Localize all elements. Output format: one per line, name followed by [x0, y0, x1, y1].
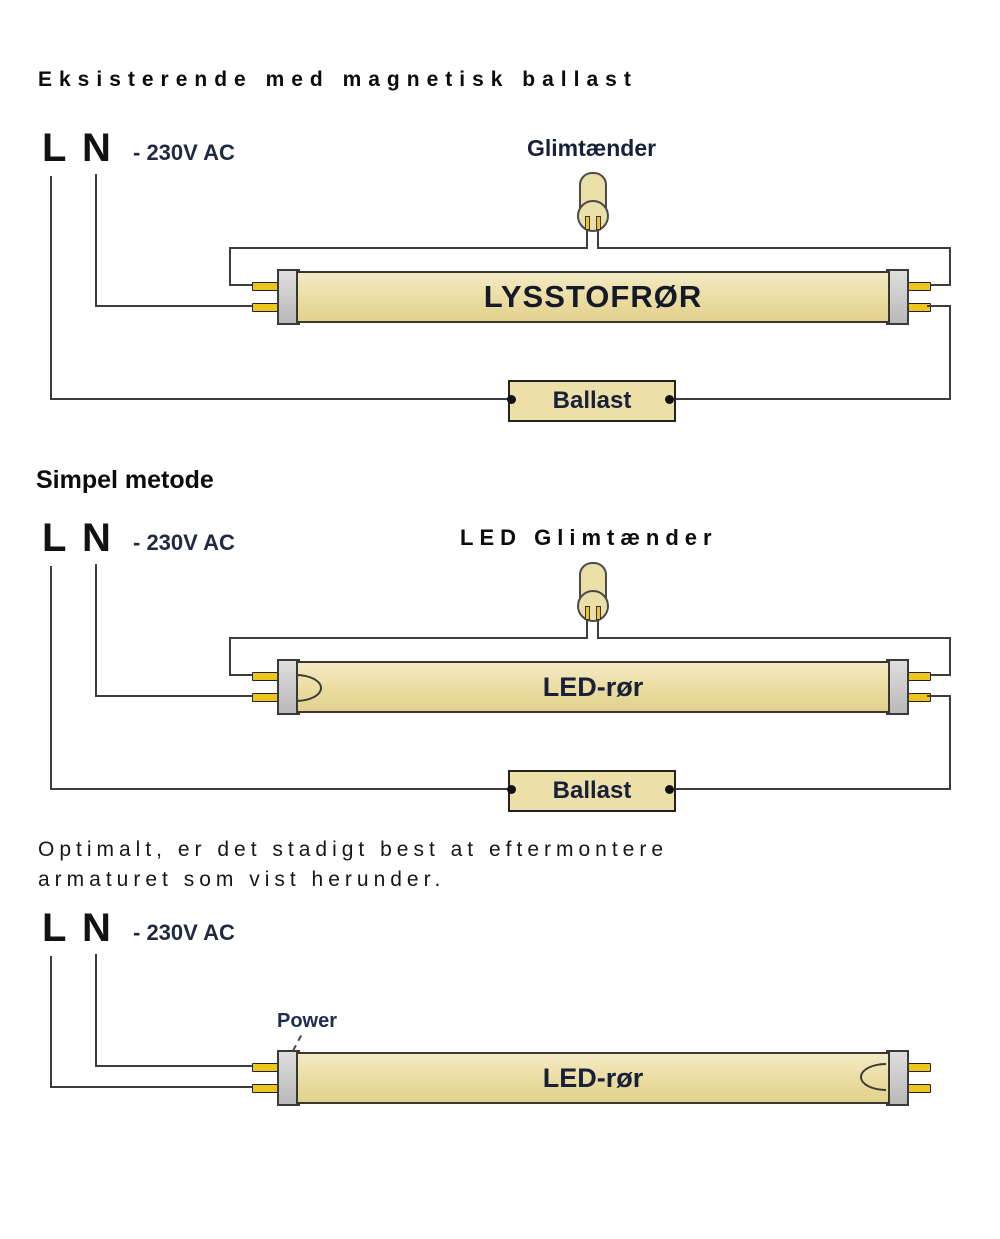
wire-segment [949, 247, 951, 286]
wire-segment [229, 247, 231, 286]
tube-label: LED-rør [542, 671, 644, 702]
wire-segment [597, 620, 599, 639]
wire-segment [597, 230, 599, 249]
wire-segment [949, 695, 951, 790]
neutral-label: N [82, 906, 111, 950]
starter-pin [585, 216, 590, 230]
section-simple-title: Simpel metode [36, 466, 214, 494]
neutral-wire [95, 305, 253, 307]
tube-pin [252, 693, 280, 702]
wire-segment [927, 305, 951, 307]
wire-segment [949, 637, 951, 676]
connection-dot [665, 395, 674, 404]
neutral-wire [95, 174, 97, 307]
neutral-wire [95, 695, 253, 697]
starter-rail-right [598, 637, 951, 639]
phase-wire [50, 1086, 253, 1088]
phase-label: L [42, 126, 67, 170]
fluorescent-tube: LYSSTOFRØR [296, 271, 890, 323]
starter-rail-right [598, 247, 951, 249]
phase-wire [50, 176, 52, 400]
wire-segment [229, 637, 231, 676]
starter-base-icon [577, 590, 609, 622]
tube-pin [252, 282, 280, 291]
tube-pin [252, 1063, 280, 1072]
starter-pin [585, 606, 590, 620]
supply-voltage-label: - 230V AC [133, 140, 235, 165]
section-existing-title: Eksisterende med magnetisk ballast [38, 68, 638, 91]
optimal-note-line2: armaturet som vist herunder. [38, 868, 446, 891]
connection-dot [507, 395, 516, 404]
tube-pin [252, 672, 280, 681]
wire-segment [50, 398, 508, 400]
phase-wire [50, 956, 52, 1088]
wire-segment [586, 230, 588, 249]
starter-label: Glimtænder [527, 135, 657, 161]
connection-dot [507, 785, 516, 794]
phase-wire [50, 566, 52, 790]
ballast-box: Ballast [508, 770, 676, 812]
wire-segment [229, 674, 253, 676]
wire-segment [672, 788, 951, 790]
neutral-wire [95, 564, 97, 697]
phase-label: L [42, 906, 67, 950]
wire-segment [229, 284, 253, 286]
neutral-label: N [82, 126, 111, 170]
wire-segment [927, 284, 951, 286]
supply-voltage-label: - 230V AC [133, 530, 235, 555]
starter-base-icon [577, 200, 609, 232]
supply-voltage-label: - 230V AC [133, 920, 235, 945]
wire-segment [50, 788, 508, 790]
wire-segment [927, 674, 951, 676]
ballast-box: Ballast [508, 380, 676, 422]
ballast-label: Ballast [552, 777, 632, 804]
neutral-wire [95, 1065, 253, 1067]
optimal-note-line1: Optimalt, er det stadigt best at eftermo… [38, 838, 669, 861]
starter-pin [596, 216, 601, 230]
starter-pin [596, 606, 601, 620]
wire-segment [927, 695, 951, 697]
tube-pin [252, 303, 280, 312]
ballast-label: Ballast [552, 387, 632, 414]
neutral-label: N [82, 516, 111, 560]
power-label: Power [277, 1010, 338, 1032]
wire-segment [672, 398, 951, 400]
tube-label: LYSSTOFRØR [483, 279, 703, 314]
tube-label: LED-rør [542, 1062, 644, 1093]
wire-segment [586, 620, 588, 639]
neutral-wire [95, 954, 97, 1065]
led-tube: LED-rør [296, 1052, 890, 1104]
led-tube: LED-rør [296, 661, 890, 713]
starter-rail-left [229, 637, 587, 639]
connection-dot [665, 785, 674, 794]
wire-segment [949, 305, 951, 400]
led-starter-label: LED Glimtænder [460, 525, 718, 550]
starter-rail-left [229, 247, 587, 249]
tube-pin [252, 1084, 280, 1093]
phase-label: L [42, 516, 67, 560]
